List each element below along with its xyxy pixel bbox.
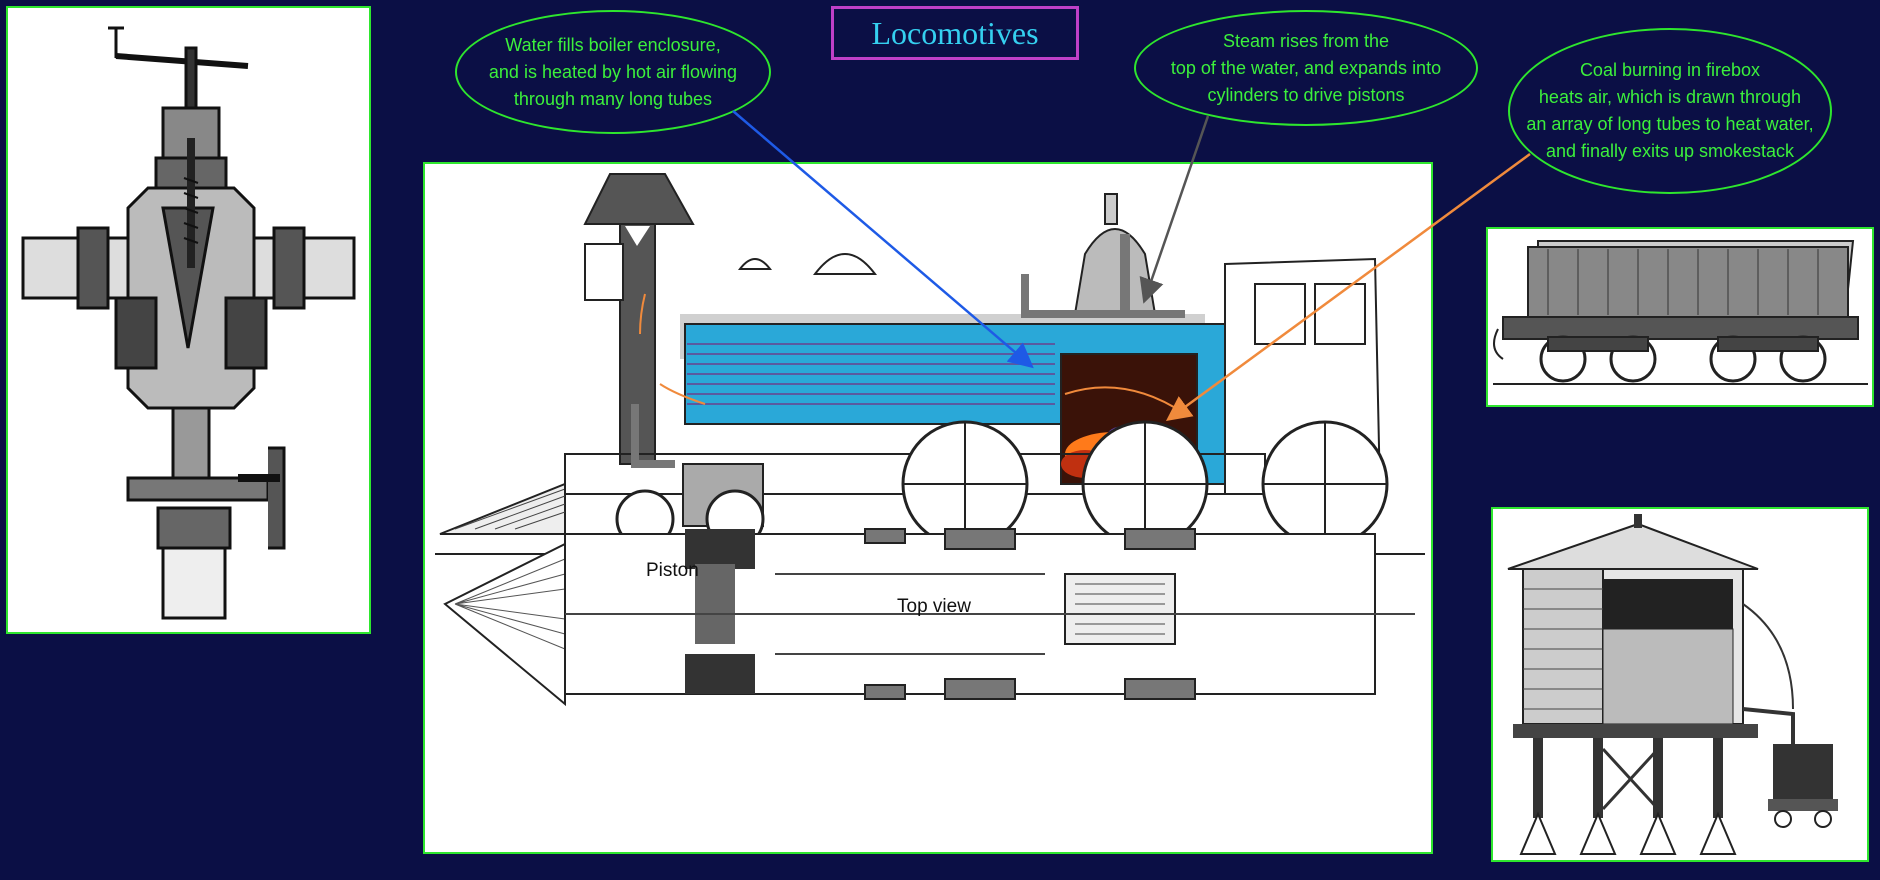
steam-valve-illustration xyxy=(21,26,356,620)
locomotive-panel: Piston Top view xyxy=(423,162,1433,854)
piston-label: Piston xyxy=(646,560,699,581)
valve-drawing-panel xyxy=(6,6,371,634)
steam-callout: Steam rises from the top of the water, a… xyxy=(1134,10,1478,126)
water-tank-panel xyxy=(1491,507,1869,862)
water-callout-text: Water fills boiler enclosure, and is hea… xyxy=(488,34,738,109)
top-view-label: Top view xyxy=(897,596,971,617)
coal-callout: Coal burning in firebox heats air, which… xyxy=(1508,28,1832,194)
water-callout: Water fills boiler enclosure, and is hea… xyxy=(455,10,771,134)
coal-callout-text: Coal burning in firebox heats air, which… xyxy=(1526,60,1814,161)
tender-car-illustration xyxy=(1493,240,1868,385)
water-tank-illustration xyxy=(1507,514,1838,855)
tender-panel xyxy=(1486,227,1874,407)
locomotive-illustration xyxy=(435,173,1425,707)
steam-callout-text: Steam rises from the top of the water, a… xyxy=(1170,30,1442,105)
page-title: Locomotives xyxy=(831,6,1079,60)
